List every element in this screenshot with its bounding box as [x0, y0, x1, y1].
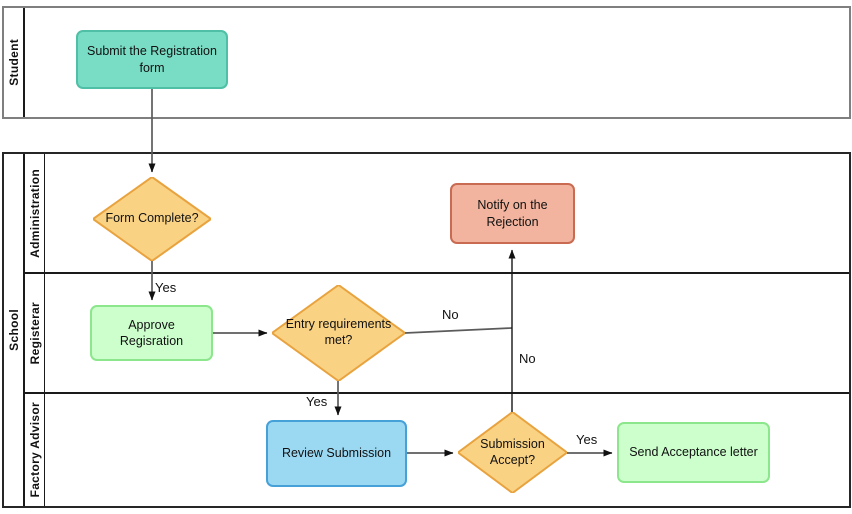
- pool-school-label-cell[interactable]: School: [4, 154, 25, 506]
- lane-factory-advisor[interactable]: Factory Advisor: [25, 392, 849, 506]
- diamond-shape-icon: [93, 177, 211, 261]
- edge-label-accept-no: No: [519, 351, 536, 366]
- decision-form-complete[interactable]: Form Complete?: [93, 177, 211, 261]
- task-approve-registration[interactable]: Approve Regisration: [90, 305, 213, 361]
- lane-factory-advisor-label-cell[interactable]: Factory Advisor: [25, 394, 45, 506]
- task-review-submission[interactable]: Review Submission: [266, 420, 407, 487]
- task-notify-rejection[interactable]: Notify on the Rejection: [450, 183, 575, 244]
- school-lanes: Administration Registerar Factory Adviso…: [25, 154, 849, 506]
- pool-school-label: School: [6, 309, 21, 351]
- pool-student-label-cell[interactable]: Student: [4, 8, 25, 117]
- decision-submission-accept[interactable]: Submission Accept?: [458, 412, 567, 493]
- edge-label-accept-yes: Yes: [576, 432, 598, 447]
- edge-label-form-yes: Yes: [155, 280, 177, 295]
- task-review-submission-label: Review Submission: [281, 446, 392, 461]
- lane-registerar-label: Registerar: [27, 301, 42, 365]
- task-submit-registration-form-label: Submit the Registration form: [87, 44, 217, 75]
- diamond-shape-icon: [272, 285, 405, 381]
- lane-administration-label-cell[interactable]: Administration: [25, 154, 45, 272]
- task-approve-registration-label: Approve Regisration: [119, 317, 184, 348]
- lane-administration-label: Administration: [27, 168, 42, 258]
- decision-entry-requirements-label: Entry requirements met?: [285, 317, 392, 347]
- diamond-shape-icon: [458, 412, 567, 493]
- task-send-acceptance-letter-label: Send Acceptance letter: [629, 445, 758, 460]
- lane-administration[interactable]: Administration: [25, 154, 849, 272]
- task-notify-rejection-label: Notify on the Rejection: [477, 198, 548, 229]
- task-submit-registration-form[interactable]: Submit the Registration form: [76, 30, 228, 89]
- decision-entry-requirements[interactable]: Entry requirements met?: [272, 285, 405, 381]
- lane-registerar-label-cell[interactable]: Registerar: [25, 274, 45, 392]
- pool-student-label: Student: [6, 39, 21, 86]
- decision-submission-accept-label: Submission Accept?: [480, 436, 545, 467]
- decision-form-complete-label: Form Complete?: [105, 211, 199, 226]
- lane-factory-advisor-label: Factory Advisor: [27, 402, 42, 498]
- edge-label-entry-no: No: [442, 307, 459, 322]
- lane-registerar[interactable]: Registerar: [25, 272, 849, 392]
- edge-label-entry-yes: Yes: [306, 394, 328, 409]
- task-send-acceptance-letter[interactable]: Send Acceptance letter: [617, 422, 770, 483]
